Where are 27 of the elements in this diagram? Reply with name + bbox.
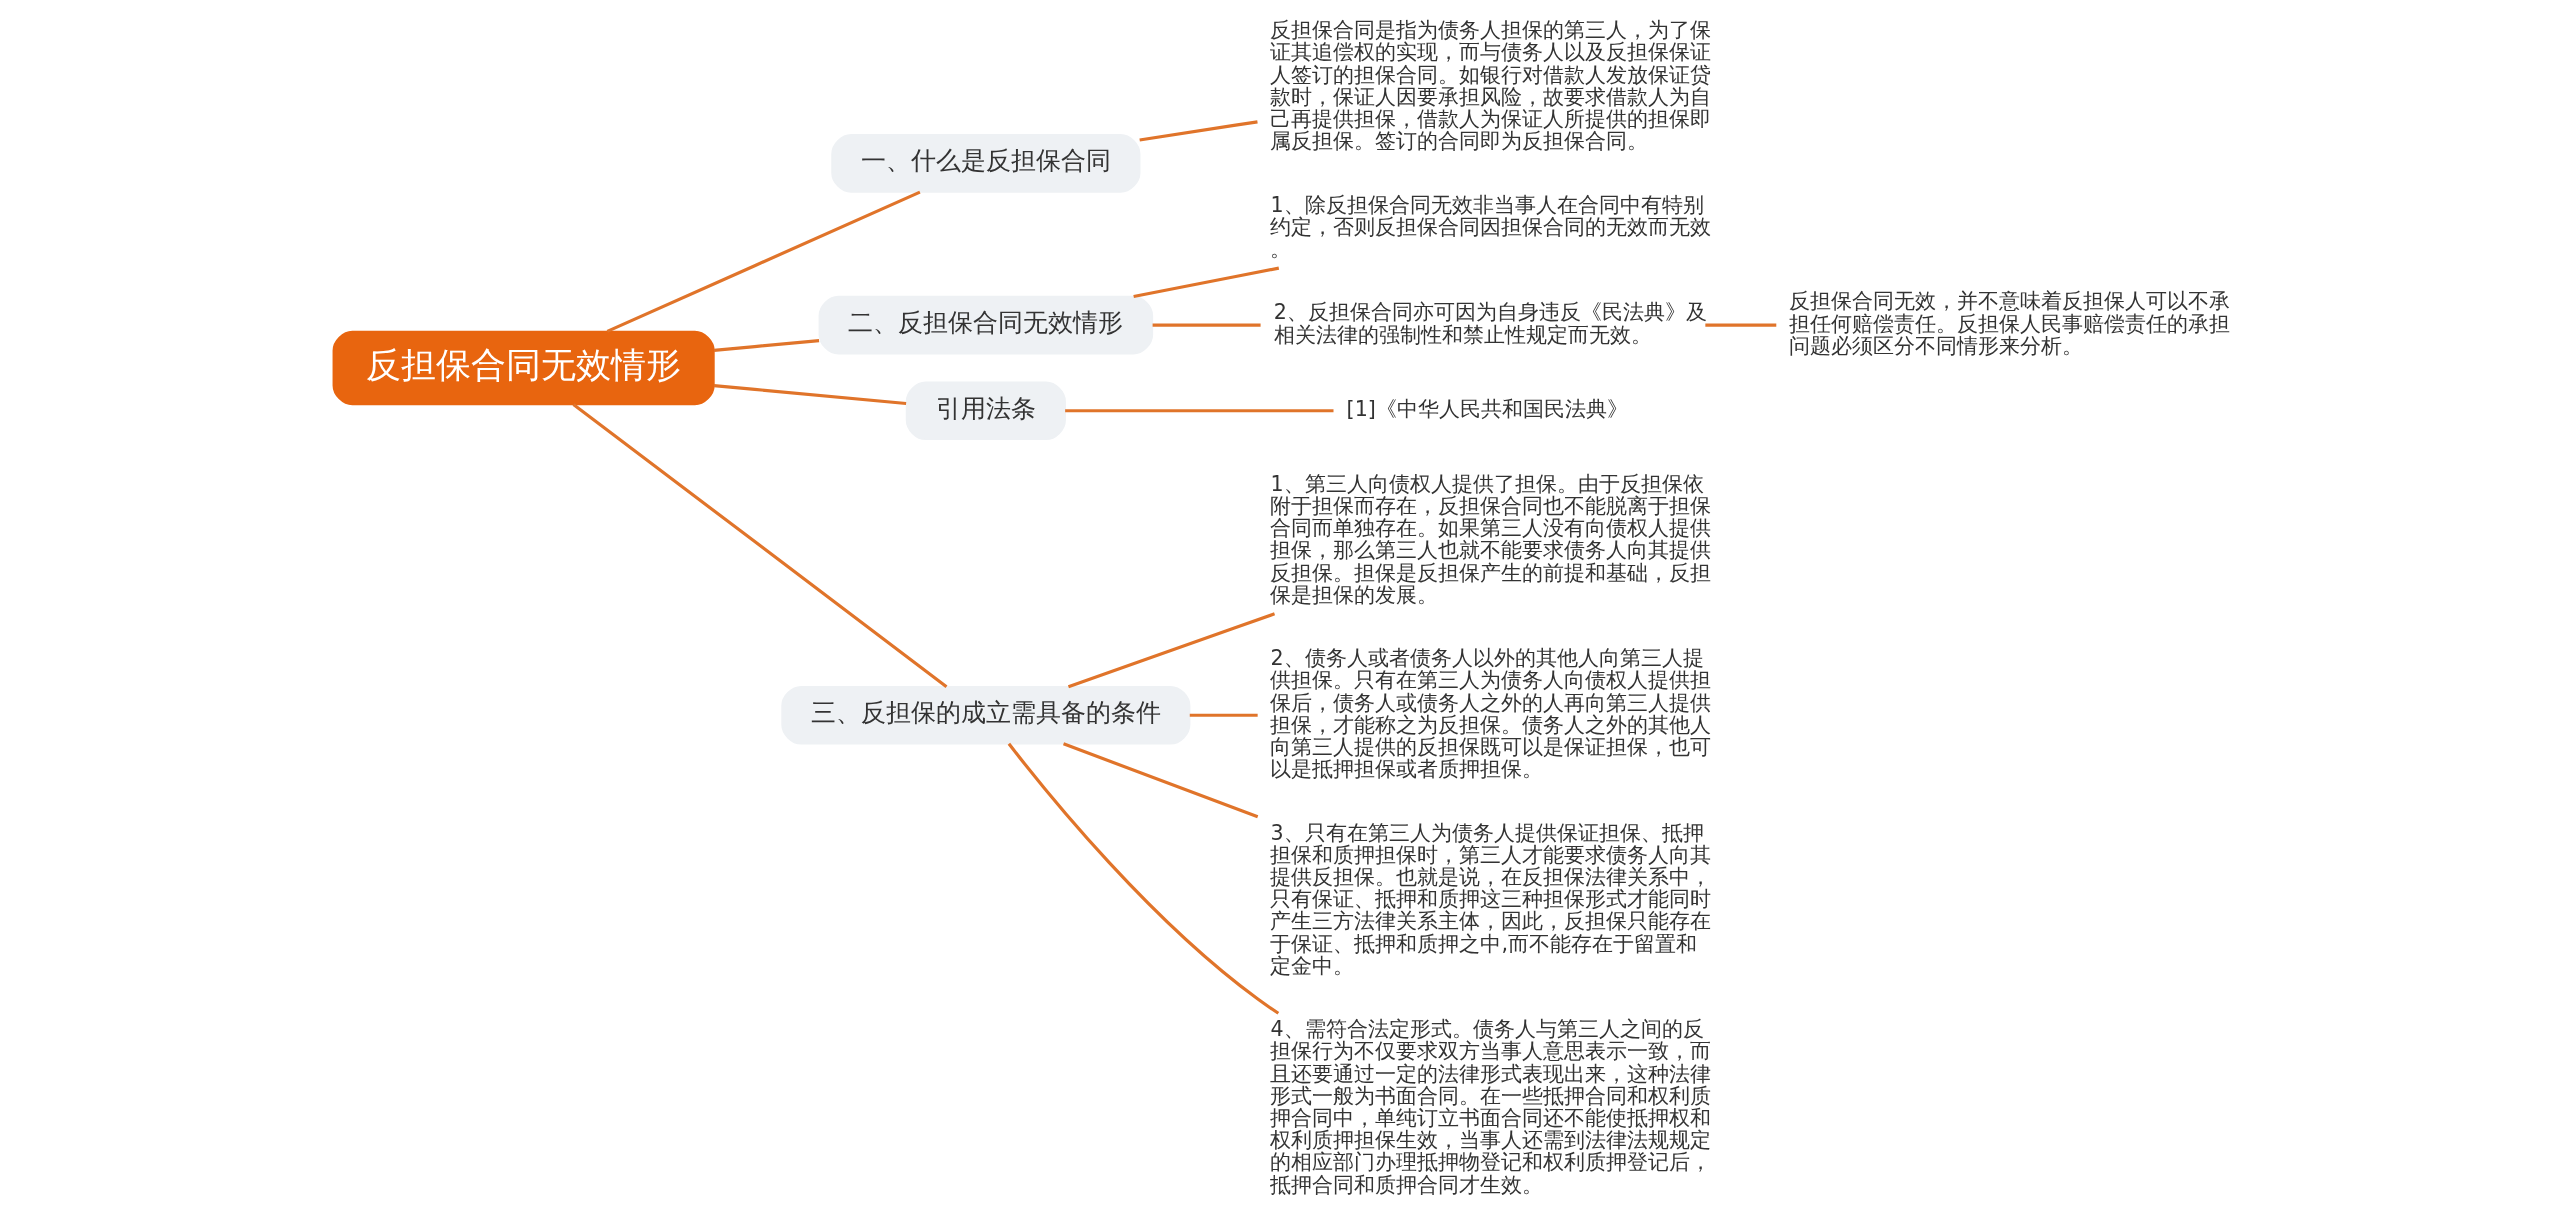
node-text: 1、第三人向债权人提供了担保。由于反担保依附于担保而存在，反担保合同也不能脱离于担保合同而单独存在。如果第三人没有向债权人提供担保，那么第三人也就不能要求债务人向其提供反担保。担保是反担保产生的前提和基础，反担保是担保的发展。 bbox=[1270, 471, 1712, 607]
node-box: 一、什么是反担保合同 bbox=[831, 134, 1141, 193]
connector bbox=[713, 339, 820, 352]
connector bbox=[1133, 266, 1280, 299]
connector bbox=[572, 403, 948, 688]
connector bbox=[1189, 713, 1258, 717]
node-text: 反担保合同无效，并不意味着反担保人可以不承担任何赔偿责任。反担保人民事赔偿责任的承担问题必须区分不同情形来分析。 bbox=[1789, 289, 2231, 358]
connector bbox=[1065, 409, 1334, 413]
node-box: 反担保合同无效情形 bbox=[332, 330, 715, 406]
connector bbox=[1705, 323, 1777, 327]
node-text: 4、需符合法定形式。债务人与第三人之间的反担保行为不仅要求双方当事人意思表示一致，而且还要通过一定的法律形式表现出来，这种法律形式一般为书面合同。在一些抵押合同和权利质押合同中，单纯订立书面合同还不能使抵押权和权利质押担保生效，当事人还需到法律法规规定的相应部门办理抵押物登记和权利质押登记后，抵押合同和质押合同才生效。 bbox=[1270, 1017, 1712, 1197]
node-box: 引用法条 bbox=[905, 381, 1066, 441]
node-text: 3、只有在第三人为债务人提供保证担保、抵押担保和质押担保时，第三人才能要求债务人向其提供反担保。也就是说，在反担保法律关系中，只有保证、抵押和质押这三种担保形式才能同时产生三方法律关系主体，因此，反担保只能存在于保证、抵押和质押之中,而不能存在于留置和定金中。 bbox=[1270, 820, 1712, 978]
connector bbox=[713, 384, 907, 406]
connector bbox=[1152, 323, 1261, 327]
node-text: 反担保合同是指为债务人担保的第三人，为了保证其追偿权的实现，而与债务人以及反担保保证人签订的担保合同。如银行对借款人发放保证贷款时，保证人因要承担风险，故要求借款人为自己再提供担保，借款人为保证人所提供的担保即属反担保。签订的合同即为反担保合同。 bbox=[1270, 18, 1712, 154]
node-text: 2、反担保合同亦可因为自身违反《民法典》及相关法律的强制性和禁止性规定而无效。 bbox=[1273, 300, 1707, 347]
connector bbox=[606, 190, 921, 333]
connector bbox=[1063, 742, 1259, 819]
node-text: 1、除反担保合同无效非当事人在合同中有特别约定，否则反担保合同因担保合同的无效而无效。 bbox=[1270, 192, 1712, 262]
node-box: 三、反担保的成立需具备的条件 bbox=[781, 685, 1191, 745]
node-text: 2、债务人或者债务人以外的其他人向第三人提供担保。只有在第三人为债务人向债权人提供担保后，债务人或债务人之外的人再向第三人提供担保，才能称之为反担保。债务人之外的其他人向第三人提供的反担保既可以是保证担保，也可以是抵押担保或者质押担保。 bbox=[1270, 646, 1712, 782]
connector bbox=[1007, 742, 1280, 1015]
connector bbox=[1067, 612, 1276, 689]
connector bbox=[1139, 120, 1258, 142]
node-text: [1]《中华人民共和国民法典》 bbox=[1346, 397, 1628, 422]
node-box: 二、反担保合同无效情形 bbox=[818, 295, 1154, 355]
